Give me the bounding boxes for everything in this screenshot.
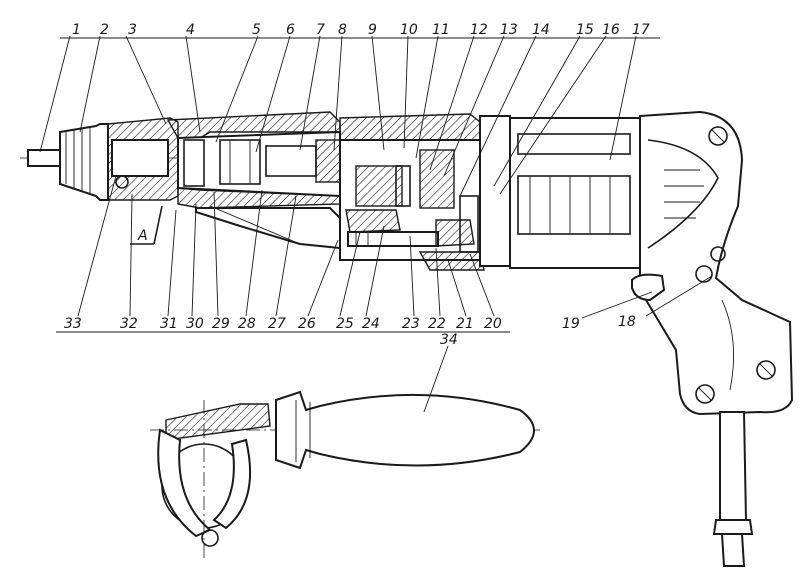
part-label-17: 17: [632, 22, 650, 38]
part-label-15: 15: [576, 22, 594, 38]
part-label-6: 6: [286, 22, 295, 38]
part-label-25: 25: [336, 316, 354, 332]
motor-housing: [479, 115, 641, 269]
part-label-24: 24: [362, 316, 380, 332]
part-label-13: 13: [500, 22, 518, 38]
part-label-18: 18: [618, 314, 636, 330]
part-label-34: 34: [440, 332, 458, 348]
part-label-26: 26: [298, 316, 316, 332]
part-label-31: 31: [160, 316, 178, 332]
part-label-32: 32: [120, 316, 138, 332]
part-label-23: 23: [402, 316, 420, 332]
part-label-29: 29: [212, 316, 230, 332]
section-mark: A: [130, 205, 163, 245]
part-label-5: 5: [252, 22, 261, 38]
leader-lines: [39, 35, 713, 413]
power-cord: [712, 411, 754, 567]
part-label-22: 22: [428, 316, 446, 332]
part-label-4: 4: [186, 22, 195, 38]
part-label-30: 30: [186, 316, 204, 332]
chuck: [27, 117, 179, 201]
side-handle: [150, 390, 540, 560]
part-label-16: 16: [602, 22, 620, 38]
part-label-28: 28: [238, 316, 256, 332]
part-label-8: 8: [338, 22, 347, 38]
part-label-10: 10: [400, 22, 418, 38]
part-label-3: 3: [128, 22, 137, 38]
section-label: A: [137, 228, 148, 244]
part-label-21: 21: [456, 316, 474, 332]
part-labels: 1 2 3 4 5 6 7 8 9 10 11 12 13 14 15 16 1…: [64, 22, 650, 348]
part-label-1: 1: [72, 22, 81, 38]
part-label-27: 27: [268, 316, 286, 332]
part-label-7: 7: [316, 22, 325, 38]
part-label-2: 2: [100, 22, 109, 38]
part-label-20: 20: [484, 316, 502, 332]
part-label-12: 12: [470, 22, 488, 38]
spindle-housing: [166, 111, 341, 250]
part-label-33: 33: [64, 316, 82, 332]
part-label-14: 14: [532, 22, 550, 38]
part-label-9: 9: [368, 22, 377, 38]
part-label-19: 19: [562, 316, 580, 332]
pistol-grip: [631, 110, 794, 416]
part-label-11: 11: [432, 22, 450, 38]
gear-train: [339, 113, 485, 271]
